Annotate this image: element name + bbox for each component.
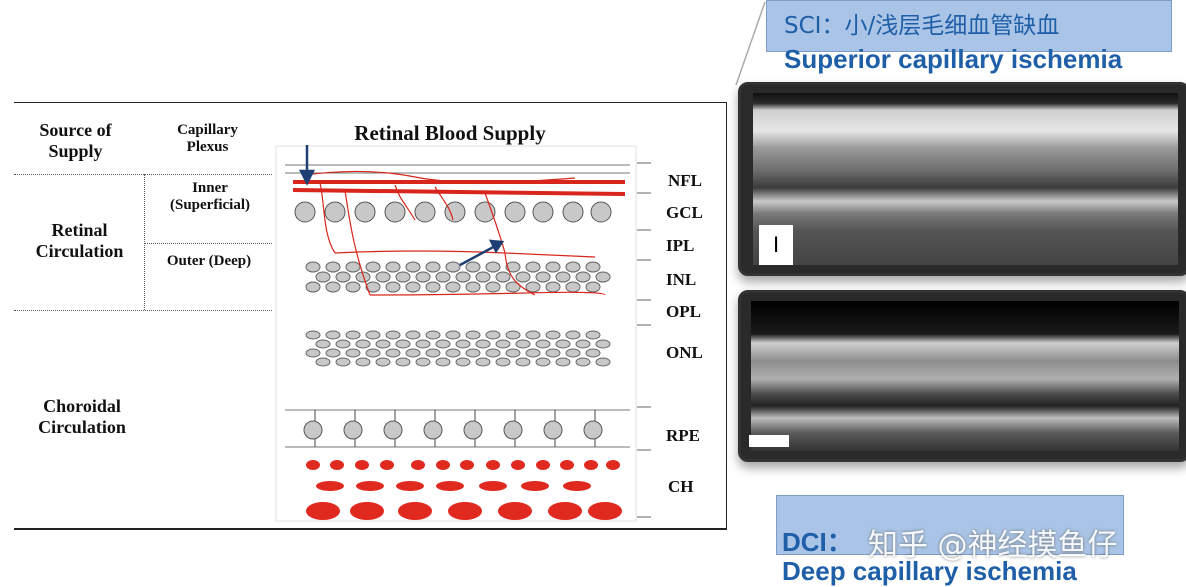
dci-oct-image: [738, 290, 1186, 462]
layer-label-opl: OPL: [666, 302, 701, 321]
sci-oct-image: I: [738, 82, 1186, 276]
layer-label-rpe: RPE: [666, 426, 700, 445]
source-of-supply-header: Source of Supply: [39, 120, 112, 161]
inner-superficial-label: Inner (Superficial): [170, 180, 250, 214]
diagram-panel: [14, 102, 727, 530]
layer-label-inl: INL: [666, 270, 697, 289]
divider-column: [144, 174, 145, 310]
dci-english-label: Deep capillary ischemia: [782, 556, 1077, 586]
divider-inner-outer: [144, 243, 272, 244]
retinal-circulation-label: Retinal Circulation: [35, 220, 124, 261]
dci-oct-scan: [751, 301, 1179, 451]
callout-line: [735, 1, 766, 86]
retina-layer-schematic: [275, 145, 651, 522]
dci-prefix-label: DCI：: [782, 527, 853, 557]
watermark: 知乎 @神经摸鱼仔: [868, 528, 1118, 563]
layer-label-nfl: NFL: [668, 171, 702, 190]
sci-oct-marker: I: [759, 225, 793, 265]
sci-english-label: Superior capillary ischemia: [784, 44, 1123, 74]
dci-label-box: [776, 495, 1124, 555]
layer-label-gcl: GCL: [666, 203, 703, 222]
diagram-title: Retinal Blood Supply: [354, 121, 546, 145]
layer-label-onl: ONL: [666, 343, 703, 362]
layer-label-ipl: IPL: [666, 236, 695, 255]
sci-oct-scan: [753, 93, 1178, 265]
divider-row-1: [14, 174, 272, 175]
sci-chinese-label: SCI：小/浅层毛细血管缺血: [784, 13, 1060, 39]
outer-deep-label: Outer (Deep): [166, 253, 252, 269]
divider-row-2: [14, 310, 272, 311]
choroidal-circulation-label: Choroidal Circulation: [38, 396, 126, 437]
sci-label-box: [766, 0, 1172, 52]
layer-label-ch: CH: [668, 477, 694, 496]
capillary-plexus-header: Capillary Plexus: [177, 122, 238, 156]
dci-scale-bar: [749, 435, 789, 447]
